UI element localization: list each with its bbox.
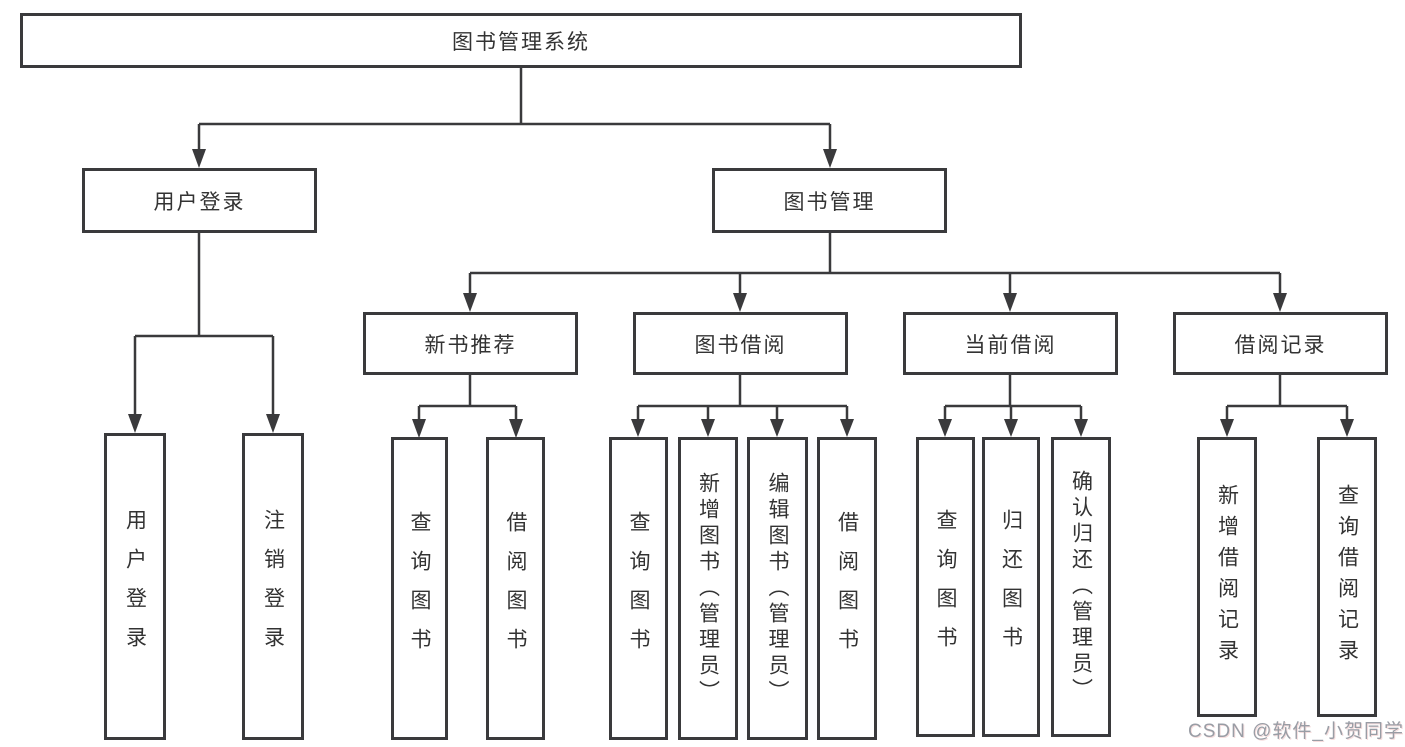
node-borrowing-records-label: 借阅记录 xyxy=(1234,333,1327,357)
node-book-management: 图书管理 xyxy=(712,168,947,233)
node-root: 图书管理系统 xyxy=(20,13,1022,68)
leaf-add-book-admin-label: 新增图书（管理员） xyxy=(696,471,720,706)
leaf-current-query-books: 查询图书 xyxy=(916,437,975,737)
node-user-login-label: 用户登录 xyxy=(153,190,246,214)
leaf-user-login-label: 用户登录 xyxy=(123,508,147,665)
leaf-borrowing-query-books: 查询图书 xyxy=(609,437,668,740)
csdn-watermark: CSDN @软件_小贺同学 xyxy=(1188,721,1404,742)
leaf-edit-book-admin-label: 编辑图书（管理员） xyxy=(766,471,789,706)
leaf-recommend-query-books-label: 查询图书 xyxy=(408,510,431,667)
leaf-logout-login-label: 注销登录 xyxy=(261,508,285,665)
node-book-borrowing-label: 图书借阅 xyxy=(694,333,787,357)
leaf-borrowing-borrow-books-label: 借阅图书 xyxy=(835,510,859,667)
node-current-borrowing-label: 当前借阅 xyxy=(964,333,1057,357)
leaf-logout-login: 注销登录 xyxy=(242,433,304,740)
leaf-add-borrow-record: 新增借阅记录 xyxy=(1197,437,1257,717)
node-root-label: 图书管理系统 xyxy=(452,30,590,54)
node-new-book-recommendation: 新书推荐 xyxy=(363,312,578,375)
leaf-return-books: 归还图书 xyxy=(982,437,1040,737)
leaf-recommend-query-books: 查询图书 xyxy=(391,437,448,740)
leaf-recommend-borrow-books: 借阅图书 xyxy=(486,437,545,740)
node-book-management-label: 图书管理 xyxy=(783,190,876,214)
node-user-login: 用户登录 xyxy=(82,168,317,233)
leaf-recommend-borrow-books-label: 借阅图书 xyxy=(504,510,527,667)
node-new-book-recommendation-label: 新书推荐 xyxy=(424,333,517,357)
leaf-add-borrow-record-label: 新增借阅记录 xyxy=(1215,484,1239,670)
leaf-borrowing-borrow-books: 借阅图书 xyxy=(817,437,877,740)
leaf-query-borrow-record-label: 查询借阅记录 xyxy=(1335,484,1359,670)
node-book-borrowing: 图书借阅 xyxy=(633,312,848,375)
leaf-confirm-return-admin: 确认归还（管理员） xyxy=(1051,437,1111,737)
leaf-return-books-label: 归还图书 xyxy=(999,509,1023,665)
leaf-current-query-books-label: 查询图书 xyxy=(934,509,957,665)
leaf-query-borrow-record: 查询借阅记录 xyxy=(1317,437,1377,717)
leaf-borrowing-query-books-label: 查询图书 xyxy=(627,510,650,667)
node-current-borrowing: 当前借阅 xyxy=(903,312,1118,375)
leaf-add-book-admin: 新增图书（管理员） xyxy=(678,437,738,740)
leaf-edit-book-admin: 编辑图书（管理员） xyxy=(747,437,808,740)
leaf-user-login: 用户登录 xyxy=(104,433,166,740)
leaf-confirm-return-admin-label: 确认归还（管理员） xyxy=(1069,470,1093,704)
node-borrowing-records: 借阅记录 xyxy=(1173,312,1388,375)
